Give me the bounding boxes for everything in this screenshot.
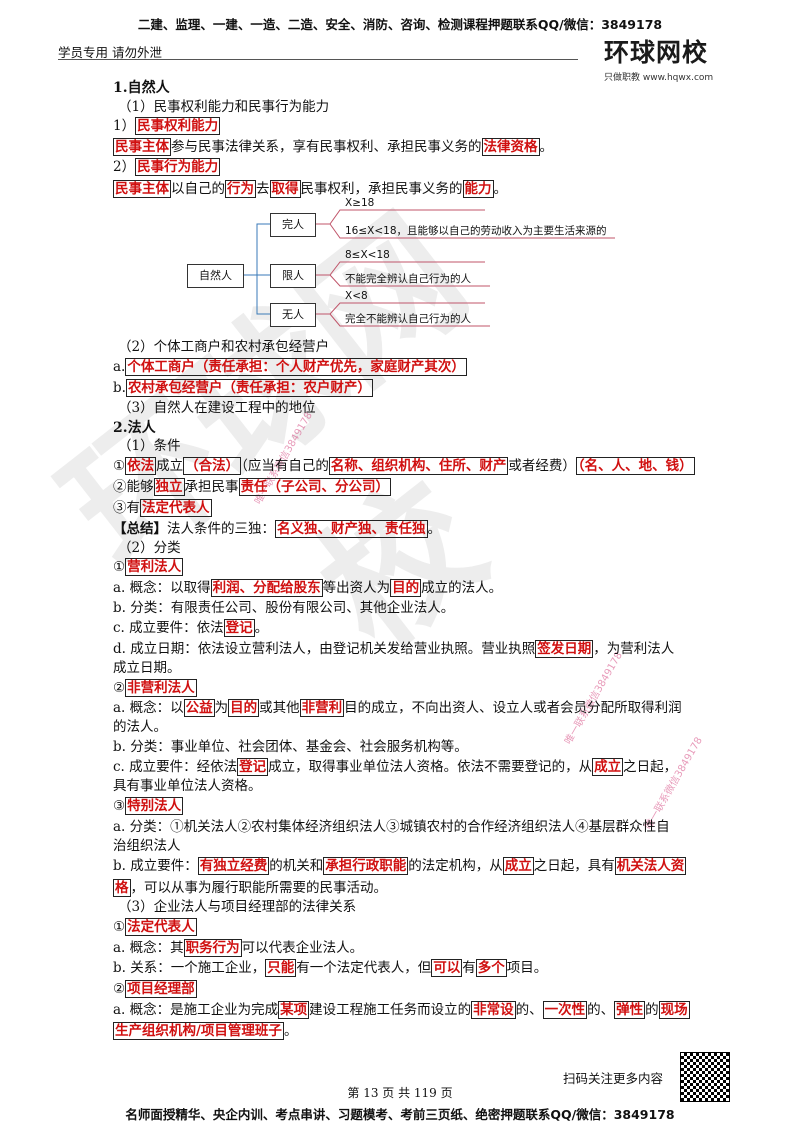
diagram-leaf: X≥18 [345,197,375,209]
subsection-heading: （3）企业法人与项目经理部的法律关系 [118,899,357,915]
text-line: b. 分类：事业单位、社会团体、基金会、社会服务机构等。 [113,739,468,755]
logo-text: 环球网校 [604,38,709,67]
summary-line: 【总结】法人条件的三独：名义独、财产独、责任独。 [113,520,441,538]
text-line: c. 成立要件：经依法登记成立，取得事业单位法人资格。依法不需要登记的，从成立之… [113,758,678,776]
text-line: 成立日期。 [113,660,181,676]
subsection-heading: （3）自然人在建设工程中的地位 [118,400,316,416]
diagram-node-none: 无人 [270,303,316,327]
diagram-leaf: 16≤X<18，且能够以自己的劳动收入为主要生活来源的 [345,225,607,237]
site-logo: 环球网校 只做职教 www.hqwx.com [604,33,754,83]
text-line: 治组织法人 [113,838,181,854]
diagram-node-limited: 限人 [270,264,316,288]
text-line: b. 分类：有限责任公司、股份有限公司、其他企业法人。 [113,600,455,616]
page-number: 第 13 页 共 119 页 [347,1086,453,1100]
text-line: ③有法定代表人 [113,499,212,517]
section-title-natural-person: 1.自然人 [113,80,170,96]
footer-banner: 名师面授精华、央企内训、考点串讲、习题模考、考前三页纸、绝密押题联系QQ/微信：… [125,1107,675,1122]
subsection-heading: （1）民事权利能力和民事行为能力 [118,99,330,115]
text-line: 民事主体以自己的行为去取得民事权利，承担民事义务的能力。 [113,180,507,198]
text-line: c. 成立要件：依法登记。 [113,619,269,637]
point-heading: 2）民事行为能力 [113,158,221,176]
diagram-root-node: 自然人 [187,264,244,288]
text-line: a. 分类：①机关法人②农村集体经济组织法人③城镇农村的合作经济组织法人④基层群… [113,819,670,835]
text-line: 民事主体参与民事法律关系，享有民事权利、承担民事义务的法律资格。 [113,138,553,156]
text-line: b. 成立要件：有独立经费的机关和承担行政职能的法定机构，从成立之日起，具有机关… [113,857,687,875]
text-line: 的法人。 [113,719,167,735]
subsection-heading: （2）个体工商户和农村承包经营户 [118,339,330,355]
qr-code-icon[interactable] [680,1052,730,1102]
scan-note: 扫码关注更多内容 [563,1071,664,1086]
watermark-side-2: 唯一联系微信3849178 [563,650,625,747]
header-divider [58,59,578,60]
text-line: b.农村承包经营户（责任承担：农户财产） [113,379,373,397]
text-line: a. 概念：以公益为目的或其他非营利目的成立，不向出资人、设立人或者会员分配所取… [113,699,682,717]
diagram-leaf: 不能完全辨认自己行为的人 [345,273,471,285]
header-note: 学员专用 请勿外泄 [58,45,162,60]
text-line: ②能够独立承担民事责任（子公司、分公司） [113,478,391,496]
text-line: 具有事业单位法人资格。 [113,778,262,794]
point-heading: 1）民事权利能力 [113,117,221,135]
diagram-leaf: 8≤X<18 [345,249,390,261]
logo-subtext: 只做职教 www.hqwx.com [604,73,714,83]
text-line: b. 关系：一个施工企业，只能有一个法定代表人，但可以有多个项目。 [113,959,548,977]
diagram-leaf: X<8 [345,290,368,302]
section-title-legal-person: 2.法人 [113,420,156,436]
watermark-side-3: 唯一联系微信3849178 [643,735,705,832]
text-line: 格，可以从事为履行职能所需要的民事活动。 [113,879,387,897]
text-line: a. 概念：以取得利润、分配给股东等出资人为目的成立的法人。 [113,579,503,597]
text-line: a. 概念：是施工企业为完成某项建设工程施工任务而设立的非常设的、一次性的、弹性… [113,1001,690,1019]
text-line: d. 成立日期：依法设立营利法人，由登记机关发给营业执照。营业执照签发日期，为营… [113,640,675,658]
diagram-node-full: 完人 [270,213,316,237]
text-line: 生产组织机构/项目管理班子。 [113,1022,298,1040]
diagram-connectors [243,209,615,327]
text-line: a.个体工商户（责任承担：个人财产优先，家庭财产其次） [113,358,467,376]
diagram-leaf: 完全不能辨认自己行为的人 [345,313,471,325]
subsection-heading: （1）条件 [118,438,181,454]
capacity-diagram: 自然人 完人 限人 无人 X≥18 16≤X<18，且能够以自己的劳动收入为主要… [185,197,625,335]
header-banner: 二建、监理、一建、一造、二造、安全、消防、咨询、检测课程押题联系QQ/微信：38… [137,17,663,32]
text-line: a. 概念：其职务行为可以代表企业法人。 [113,939,364,957]
subsection-heading: （2）分类 [118,540,181,556]
